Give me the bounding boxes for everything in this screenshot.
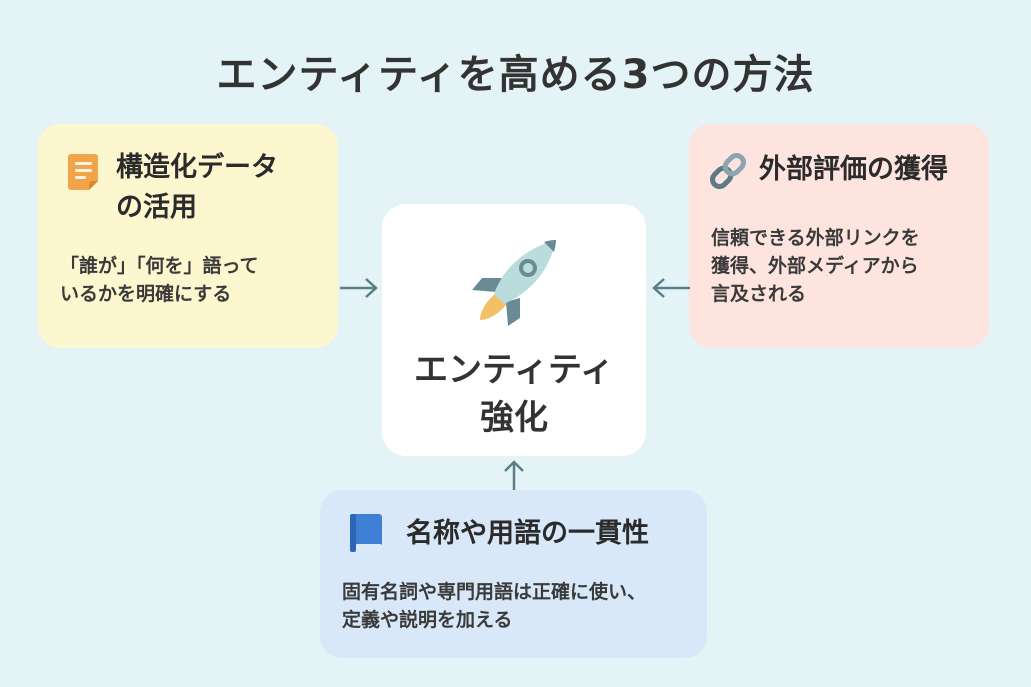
- structured-data-heading-line1: 構造化データ: [116, 152, 278, 183]
- page-title: エンティティを高める3つの方法: [216, 52, 815, 98]
- center-label-line1: エンティティ: [414, 350, 614, 390]
- entity-center-card: エンティティ 強化: [382, 204, 646, 456]
- document-icon: [68, 152, 102, 196]
- external-evaluation-heading: 外部評価の獲得: [759, 154, 948, 185]
- naming-consistency-description: 固有名詞や専門用語は正確に使い、 定義や説明を加える: [342, 578, 697, 634]
- center-label-line2: 強化: [480, 398, 548, 438]
- structured-data-card: 構造化データ の活用 「誰が」「何を」語って いるかを明確にする: [38, 124, 338, 348]
- arrow-right-icon: [338, 276, 380, 304]
- naming-consistency-card: 名称や用語の一貫性 固有名詞や専門用語は正確に使い、 定義や説明を加える: [320, 490, 707, 658]
- naming-desc-line2: 定義や説明を加える: [342, 609, 513, 631]
- external-desc-line2: 獲得、外部メディアから: [711, 255, 919, 277]
- structured-data-desc-line1: 「誰が」「何を」語って: [60, 255, 259, 277]
- arrow-left-icon: [650, 276, 692, 304]
- book-icon: [348, 512, 384, 558]
- external-desc-line3: 言及される: [711, 283, 807, 305]
- external-desc-line1: 信頼できる外部リンクを: [711, 227, 920, 249]
- structured-data-description: 「誰が」「何を」語って いるかを明確にする: [60, 252, 330, 308]
- naming-consistency-heading: 名称や用語の一貫性: [406, 518, 649, 549]
- naming-desc-line1: 固有名詞や専門用語は正確に使い、: [342, 581, 647, 603]
- rocket-icon: [468, 232, 564, 332]
- center-label: エンティティ 強化: [382, 346, 646, 442]
- arrow-up-icon: [502, 458, 526, 496]
- external-evaluation-description: 信頼できる外部リンクを 獲得、外部メディアから 言及される: [711, 224, 981, 308]
- external-evaluation-card: 外部評価の獲得 信頼できる外部リンクを 獲得、外部メディアから 言及される: [689, 124, 989, 348]
- structured-data-heading: 構造化データ の活用: [116, 148, 326, 228]
- structured-data-heading-line2: の活用: [116, 192, 197, 223]
- structured-data-desc-line2: いるかを明確にする: [60, 283, 232, 305]
- link-icon: [707, 150, 749, 196]
